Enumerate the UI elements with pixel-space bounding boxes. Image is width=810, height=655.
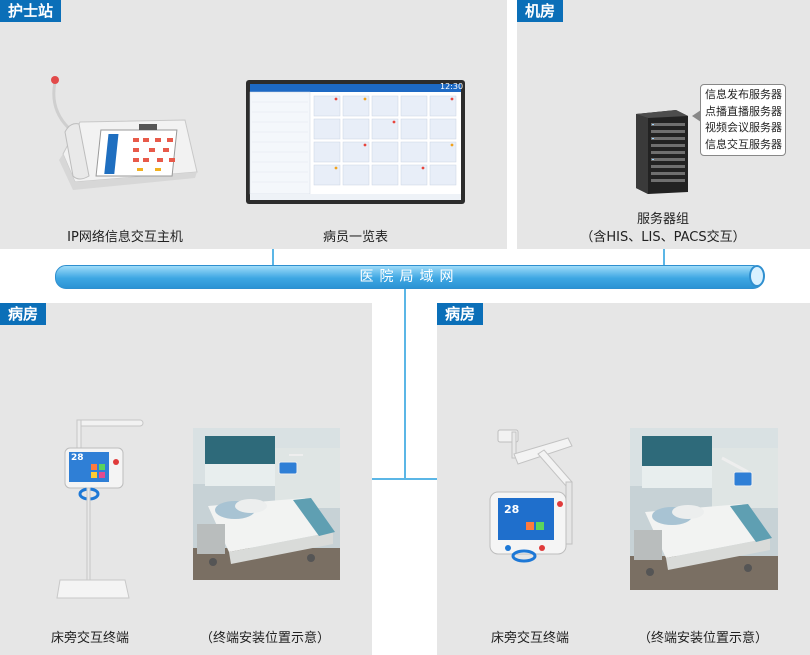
server-group-subcaption: （含HIS、LIS、PACS交互） <box>580 230 746 245</box>
right-install-caption: （终端安装位置示意） <box>637 631 768 646</box>
nurse-station-tag: 护士站 <box>0 0 62 22</box>
ip-host-caption: IP网络信息交互主机 <box>67 230 183 245</box>
connector-ward-left <box>372 478 405 480</box>
patient-board-caption: 病员一览表 <box>322 230 388 245</box>
right-terminal-display: 28 <box>504 503 520 516</box>
hospital-lan-bus: 医院局域网 <box>55 265 765 289</box>
server-item-3: 信息交互服务器 <box>705 137 782 151</box>
ward-left-tag: 病房 <box>0 303 47 325</box>
bedside-terminal-stand-icon <box>56 419 144 599</box>
right-ward-room-photo <box>630 428 778 590</box>
connector-nurse-station <box>272 249 274 266</box>
server-item-1: 点播直播服务器 <box>705 104 782 118</box>
ip-host-device-icon <box>51 76 198 190</box>
left-install-caption: （终端安装位置示意） <box>199 631 330 646</box>
connector-ward-right <box>405 478 437 480</box>
server-callout-list: 信息发布服务器 点播直播服务器 视频会议服务器 信息交互服务器 <box>700 84 786 156</box>
server-callout-pointer <box>692 110 701 122</box>
connector-wards <box>404 287 406 479</box>
right-terminal-caption: 床旁交互终端 <box>490 631 569 646</box>
left-terminal-display: 28 <box>71 453 84 463</box>
hospital-lan-label: 医院局域网 <box>359 269 460 285</box>
ward-right-tag: 病房 <box>437 303 484 325</box>
machine-room-tag: 机房 <box>517 0 564 22</box>
server-rack-icon <box>636 110 688 194</box>
server-group-caption: 服务器组 <box>636 212 689 227</box>
bus-end-cap <box>749 265 765 287</box>
server-item-2: 视频会议服务器 <box>705 121 782 134</box>
patient-board-screen-icon <box>246 80 465 204</box>
left-ward-room-photo <box>193 428 340 580</box>
server-item-0: 信息发布服务器 <box>705 88 782 101</box>
bedside-terminal-arm-icon <box>489 429 573 563</box>
left-terminal-caption: 床旁交互终端 <box>50 631 129 646</box>
patient-board-clock: 12:30 <box>440 82 464 91</box>
connector-machine-room <box>663 249 665 266</box>
